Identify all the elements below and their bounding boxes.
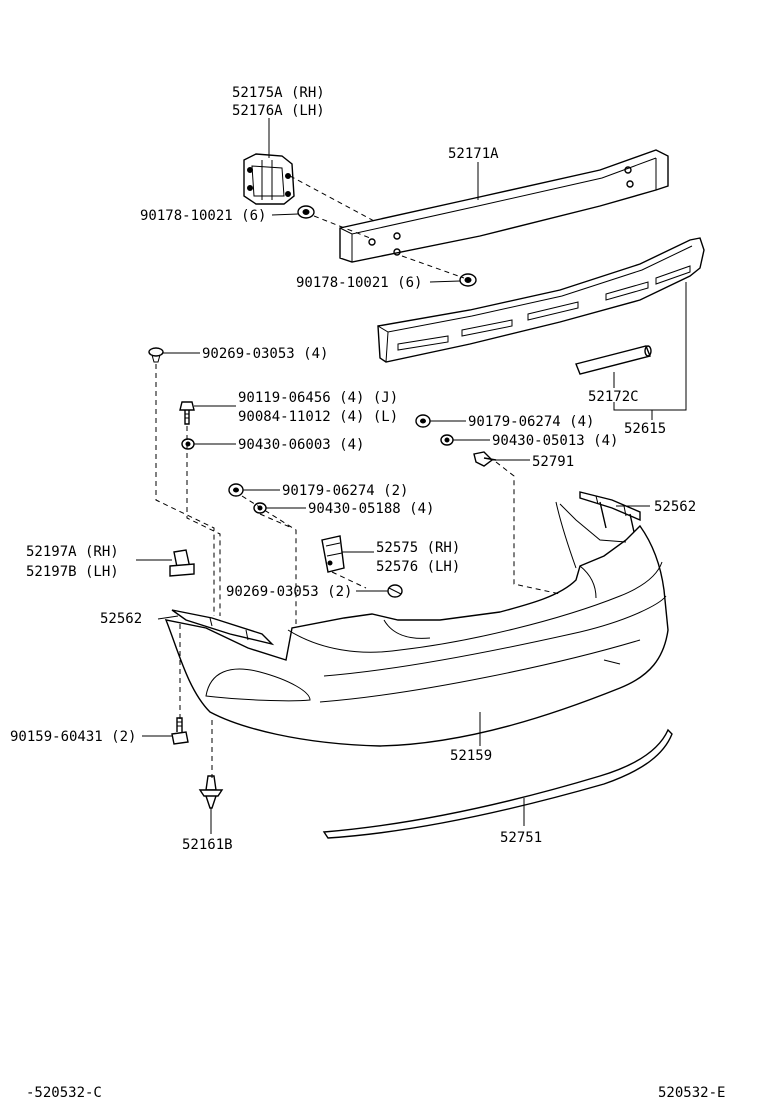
retainer-52562-right	[579, 491, 641, 533]
label-90179-b: 90179-06274 (2)	[282, 483, 408, 499]
assembly-lines	[155, 175, 561, 778]
label-90179-a: 90179-06274 (4)	[468, 414, 594, 430]
nut-90178-b	[459, 273, 477, 287]
label-90119: 90119-06456 (4) (J)	[238, 390, 398, 406]
label-90269-a: 90269-03053 (4)	[202, 346, 328, 362]
clip-90269-b	[387, 584, 403, 598]
bolt-90119	[179, 401, 195, 425]
absorber-52615	[377, 237, 705, 363]
label-52172C: 52172C	[588, 389, 639, 405]
label-52175A: 52175A (RH)	[232, 85, 325, 101]
bracket-52175A	[243, 153, 295, 205]
footer-left-code: -520532-C	[26, 1085, 102, 1101]
label-52575: 52575 (RH)	[376, 540, 460, 556]
screw-52791	[473, 451, 497, 467]
label-52615: 52615	[624, 421, 666, 437]
clip-90269-a	[148, 347, 164, 363]
nut-90179-b	[228, 483, 244, 497]
moulding-52751	[322, 728, 673, 839]
label-90269-b: 90269-03053 (2)	[226, 584, 352, 600]
label-90430-a: 90430-06003 (4)	[238, 437, 364, 453]
part-labels: 52175A (RH) 52176A (LH) 52171A 90178-100…	[10, 85, 696, 853]
label-52791: 52791	[532, 454, 574, 470]
bumper-cover-52159	[164, 501, 669, 747]
label-52197B: 52197B (LH)	[26, 564, 119, 580]
label-52171A: 52171A	[448, 146, 499, 162]
label-90430-c: 90430-05188 (4)	[308, 501, 434, 517]
label-90159: 90159-60431 (2)	[10, 729, 136, 745]
screw-90159	[171, 717, 189, 745]
fastener-52161B	[198, 775, 224, 809]
nut-90179-a	[415, 414, 431, 428]
label-90430-b: 90430-05013 (4)	[492, 433, 618, 449]
leader-lines	[136, 118, 687, 834]
nut-90178-a	[297, 205, 315, 219]
retainer-52197A	[169, 549, 195, 577]
washer-90430-c	[253, 502, 267, 514]
footer-right-code: 520532-E	[658, 1085, 725, 1101]
label-90084: 90084-11012 (4) (L)	[238, 409, 398, 425]
label-52562-left: 52562	[100, 611, 142, 627]
label-52176A: 52176A (LH)	[232, 103, 325, 119]
washer-90430-b	[440, 434, 454, 446]
label-52751: 52751	[500, 830, 542, 846]
label-52197A: 52197A (RH)	[26, 544, 119, 560]
label-90178-a: 90178-10021 (6)	[140, 208, 266, 224]
washer-90430-a	[181, 438, 195, 450]
retainer-52562-left	[171, 609, 275, 646]
label-90178-b: 90178-10021 (6)	[296, 275, 422, 291]
bracket-52575	[321, 535, 345, 573]
label-52562-right: 52562	[654, 499, 696, 515]
spacer-52172C	[575, 345, 652, 375]
reinforcement-52171A	[339, 149, 669, 263]
label-52576: 52576 (LH)	[376, 559, 460, 575]
label-52159: 52159	[450, 748, 492, 764]
label-52161B: 52161B	[182, 837, 233, 853]
